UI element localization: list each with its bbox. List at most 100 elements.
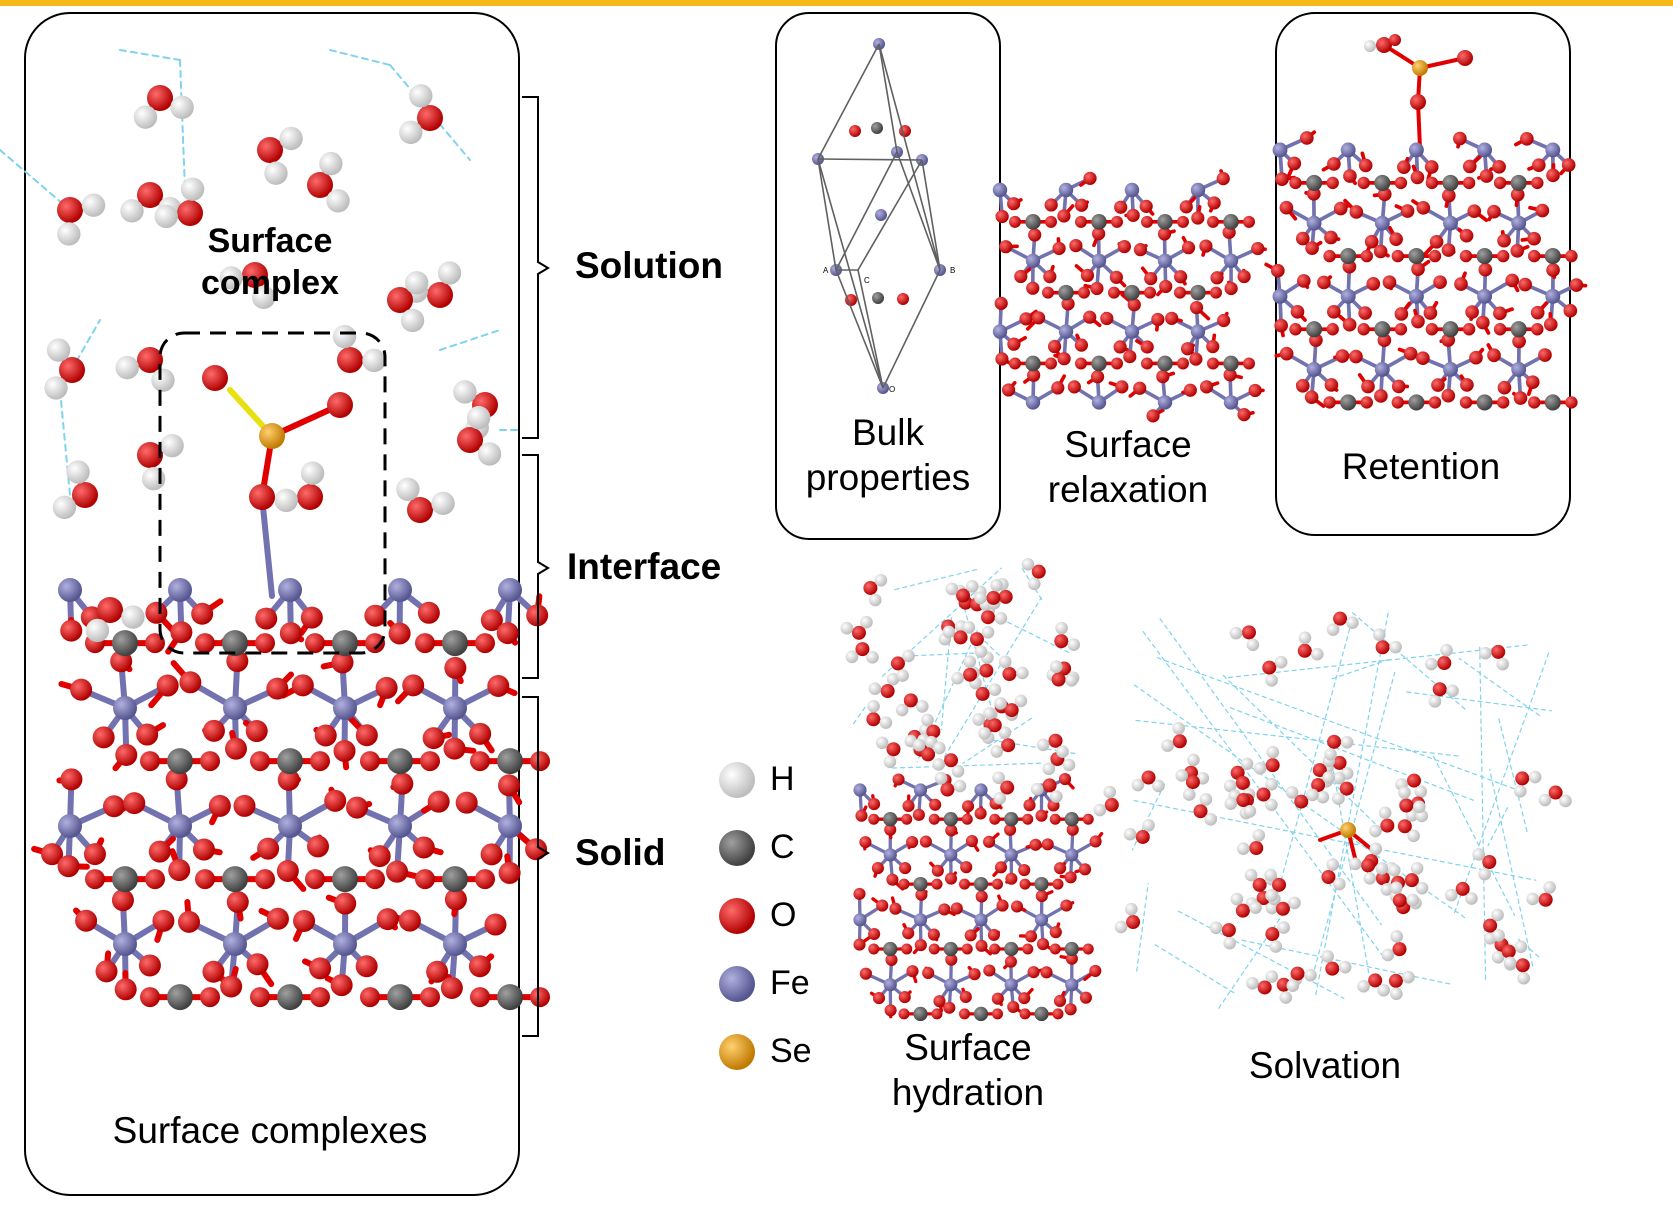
oxygen-atom: [427, 282, 453, 308]
oxygen-atom: [1049, 813, 1061, 825]
hydrogen-atom: [1279, 991, 1293, 1004]
legend-label-h: H: [770, 760, 795, 798]
hydrogen-atom: [1223, 779, 1237, 793]
oxygen-atom: [355, 724, 378, 747]
oxygen-atom: [1403, 346, 1418, 361]
iron-atom: [443, 932, 467, 956]
oxygen-atom: [1424, 160, 1439, 174]
oxygen-atom: [1287, 156, 1302, 171]
oxygen-atom: [1133, 243, 1148, 257]
hydrogen-atom: [1253, 761, 1267, 775]
hydrogen-atom: [1224, 797, 1238, 810]
hydrogen-atom: [1042, 762, 1056, 776]
hydrogen-atom: [902, 649, 915, 663]
hydrogen-atom: [85, 618, 110, 643]
carbon-atom: [1064, 941, 1079, 957]
oxygen-atom: [407, 497, 433, 523]
hydrogen-bond: [1487, 807, 1509, 847]
oxygen-atom: [1048, 733, 1063, 748]
hydrogen-bond: [852, 704, 868, 725]
oxygen-atom: [1428, 396, 1442, 409]
surface-complexes-panel: [24, 12, 520, 1196]
oxygen-atom: [859, 836, 872, 849]
solution-brace: [522, 96, 550, 439]
oxygen-atom: [1104, 797, 1119, 812]
oxygen-atom: [868, 943, 880, 955]
surface-relaxation-label: Surface relaxation: [1015, 422, 1241, 512]
oxygen-atom: [331, 651, 354, 674]
hydrogen-atom: [860, 615, 873, 629]
iron-atom: [1477, 142, 1493, 158]
iron-atom: [498, 814, 522, 838]
oxygen-atom: [1199, 239, 1213, 253]
hydrogen-atom: [1265, 674, 1278, 687]
oxygen-atom: [1296, 274, 1311, 288]
oxygen-atom: [1257, 980, 1272, 995]
oxygen-atom: [1078, 863, 1092, 876]
hydrogen-atom: [1410, 861, 1424, 875]
cell-label-o: O: [889, 385, 895, 394]
hydrogen-atom: [998, 655, 1012, 669]
oxygen-atom: [931, 1008, 943, 1020]
oxygen-atom: [1342, 317, 1357, 332]
iron-atom: [1272, 142, 1288, 158]
oxygen-atom: [1235, 903, 1250, 918]
hydrogen-atom: [1375, 862, 1389, 875]
iron-atom: [1058, 182, 1074, 198]
oxygen-atom: [1493, 306, 1507, 321]
oxygen-atom: [1054, 634, 1069, 649]
oxygen-atom: [1428, 249, 1442, 263]
element-legend: [719, 762, 755, 1070]
oxygen-atom: [1004, 703, 1019, 718]
oxygen-atom: [1057, 209, 1071, 223]
oxygen-atom: [1092, 227, 1106, 241]
oxygen-atom: [1057, 352, 1071, 366]
oxygen-atom: [1469, 350, 1483, 365]
hydrogen-atom: [1055, 621, 1068, 635]
hydrogen-atom: [1496, 657, 1509, 671]
carbon-atom: [277, 984, 303, 1011]
oxygen-atom: [1189, 300, 1204, 315]
oxygen-atom: [200, 751, 220, 772]
carbon-atom: [1442, 174, 1459, 191]
oxygen-atom: [360, 751, 380, 772]
oxygen-atom: [475, 633, 495, 654]
oxygen-atom: [443, 737, 466, 760]
carbon-atom: [1025, 214, 1041, 230]
oxygen-atom: [255, 633, 275, 654]
iron-atom: [875, 209, 887, 221]
hydrogen-atom: [1316, 790, 1330, 804]
hydrogen-atom: [66, 460, 90, 484]
oxygen-atom: [1437, 656, 1452, 671]
iron-atom: [113, 696, 137, 720]
hydrogen-atom: [1390, 987, 1403, 1001]
relax-label-line1: Surface: [1064, 424, 1192, 465]
hydration-label-line1: Surface: [904, 1027, 1032, 1068]
carbon-atom: [1223, 214, 1239, 230]
oxygen-atom: [1141, 215, 1153, 228]
oxygen-atom: [853, 938, 866, 951]
hydrogen-atom: [886, 672, 900, 686]
oxygen-atom: [1497, 233, 1511, 248]
hydrogen-atom: [1332, 771, 1346, 785]
oxygen-atom: [148, 840, 171, 863]
oxygen-atom: [1397, 160, 1411, 175]
hydrogen-atom: [180, 177, 205, 201]
hydrogen-atom: [1369, 842, 1383, 856]
iron-atom: [1443, 362, 1458, 377]
oxygen-atom: [940, 782, 955, 797]
oxygen-atom: [1235, 775, 1250, 790]
oxygen-atom: [1083, 310, 1097, 324]
hydrogen-atom: [1415, 881, 1429, 895]
carbon-atom: [167, 748, 193, 775]
oxygen-atom: [1339, 781, 1354, 796]
oxygen-atom: [892, 773, 905, 786]
hydrogen-atom: [1559, 794, 1572, 808]
oxygen-atom: [1410, 170, 1425, 185]
hydrogen-bond: [894, 568, 981, 591]
oxygen-atom: [884, 1004, 897, 1017]
hydrogen-atom: [1049, 660, 1063, 674]
oxygen-atom: [1108, 286, 1120, 299]
oxygen-atom: [1491, 644, 1506, 659]
